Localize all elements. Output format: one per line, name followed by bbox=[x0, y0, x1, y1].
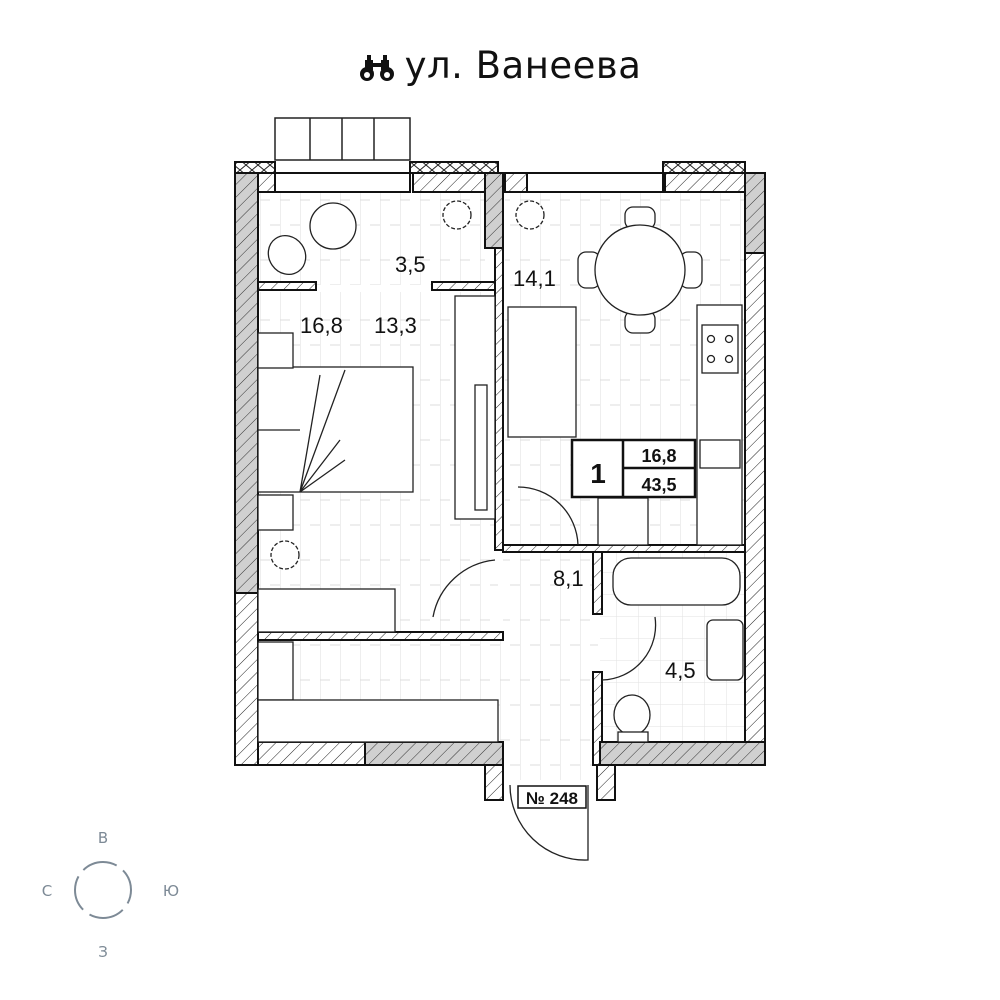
compass-east: В bbox=[98, 829, 108, 847]
compass-north: С bbox=[42, 882, 52, 900]
living-area: 16,8 bbox=[641, 446, 676, 466]
walls bbox=[234, 161, 766, 801]
area-hall: 8,1 bbox=[553, 566, 584, 591]
compass bbox=[74, 861, 132, 919]
street-title: ул. Ванеева bbox=[0, 44, 1000, 87]
street-name: ул. Ванеева bbox=[404, 44, 642, 87]
area-bathroom: 4,5 bbox=[665, 658, 696, 683]
apartment-number: № 248 bbox=[517, 785, 587, 809]
area-living: 16,8 bbox=[300, 313, 343, 338]
compass-south: Ю bbox=[163, 882, 179, 900]
area-kitchen: 14,1 bbox=[513, 266, 556, 291]
room-labels: 3,5 14,1 16,8 13,3 8,1 4,5 bbox=[300, 252, 696, 683]
summary-box: 1 16,8 43,5 bbox=[570, 438, 697, 499]
binoculars-icon bbox=[359, 55, 394, 81]
rooms-count: 1 bbox=[590, 458, 606, 489]
area-loggia: 3,5 bbox=[395, 252, 426, 277]
balcony bbox=[274, 117, 411, 161]
svg-text:№ 248: № 248 bbox=[526, 789, 578, 808]
total-area: 43,5 bbox=[641, 475, 676, 495]
furniture bbox=[257, 200, 744, 861]
compass-west: З bbox=[98, 943, 108, 961]
area-bedroom: 13,3 bbox=[374, 313, 417, 338]
